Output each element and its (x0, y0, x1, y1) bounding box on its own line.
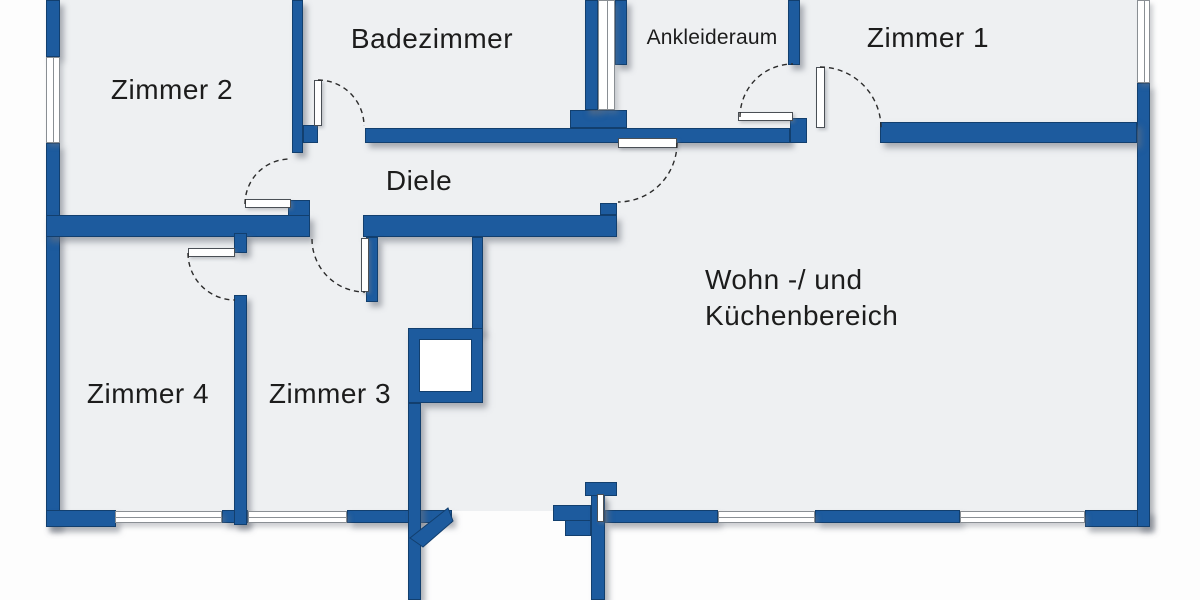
wall-ankleideraum-jamb (790, 118, 807, 143)
exterior-wall-left-top (46, 0, 60, 57)
room-label-wohn-line1: Wohn -/ und (705, 264, 863, 295)
window-shaft-slot (598, 0, 615, 110)
window-bottom-wohnbereich-2 (960, 511, 1085, 523)
wall-entrance-b (565, 520, 591, 536)
wall-badezimmer-ankleideraum (585, 0, 598, 110)
exterior-wall-left (46, 143, 60, 527)
door-leaf-badezimmer (314, 80, 322, 126)
wall-zimmer2-zimmer4-jamb (288, 200, 310, 216)
wall-bad-ankleide-jog (570, 110, 627, 128)
wall-zimmer4-zimmer3 (234, 295, 247, 525)
wall-zimmer2-zimmer4 (46, 215, 310, 237)
window-left (46, 57, 60, 143)
room-label-ankleideraum: Ankleideraum (646, 26, 778, 49)
wall-badezimmer-bottom (365, 128, 790, 143)
room-label-zimmer4: Zimmer 4 (86, 378, 210, 409)
exterior-wall-right (1137, 83, 1150, 527)
room-label-zimmer3: Zimmer 3 (268, 378, 392, 409)
room-label-diele: Diele (385, 165, 453, 196)
door-leaf-zimmer4 (188, 248, 235, 257)
window-bottom-zimmer3 (248, 511, 347, 523)
room-label-wohn-line2: Küchenbereich (705, 300, 899, 331)
wall-badezimmer-door-jamb (303, 125, 318, 143)
exterior-wall-corner-bottom-left (46, 510, 116, 527)
wall-below-shaft (408, 403, 421, 600)
room-label-zimmer2: Zimmer 2 (110, 74, 234, 105)
wall-zimmer2-badezimmer (292, 0, 303, 153)
exterior-wall-bottom-b (347, 510, 452, 523)
wall-diele-bottom (363, 215, 617, 237)
window-bottom-wohnbereich-1 (718, 511, 815, 523)
room-label-wohn-kuechenbereich: Wohn -/ und Küchenbereich (705, 262, 898, 334)
wall-diele-bottom-jamb (600, 203, 617, 215)
wall-zimmer1-bottom (880, 122, 1137, 143)
wall-shaft-stub (472, 237, 483, 332)
wall-badezimmer-ankleideraum-stub (615, 0, 627, 65)
shaft-opening (419, 339, 472, 392)
wall-zimmer4-zimmer3-stub (234, 233, 247, 253)
window-bottom-zimmer4 (115, 511, 222, 523)
door-leaf-ankleideraum (738, 112, 793, 121)
wall-ankleideraum-zimmer1 (788, 0, 800, 65)
exterior-wall-bottom-c (605, 510, 718, 523)
window-right-top (1137, 0, 1150, 83)
room-label-badezimmer: Badezimmer (350, 23, 514, 54)
wall-entrance-a (553, 505, 591, 521)
door-leaf-wohnbereich (618, 138, 677, 148)
room-label-zimmer1: Zimmer 1 (866, 22, 990, 53)
door-leaf-zimmer3 (361, 238, 369, 292)
exterior-wall-bottom-d (815, 510, 960, 523)
door-leaf-zimmer2 (245, 199, 291, 208)
door-leaf-zimmer1 (816, 67, 825, 128)
door-leaf-entrance (597, 494, 604, 522)
